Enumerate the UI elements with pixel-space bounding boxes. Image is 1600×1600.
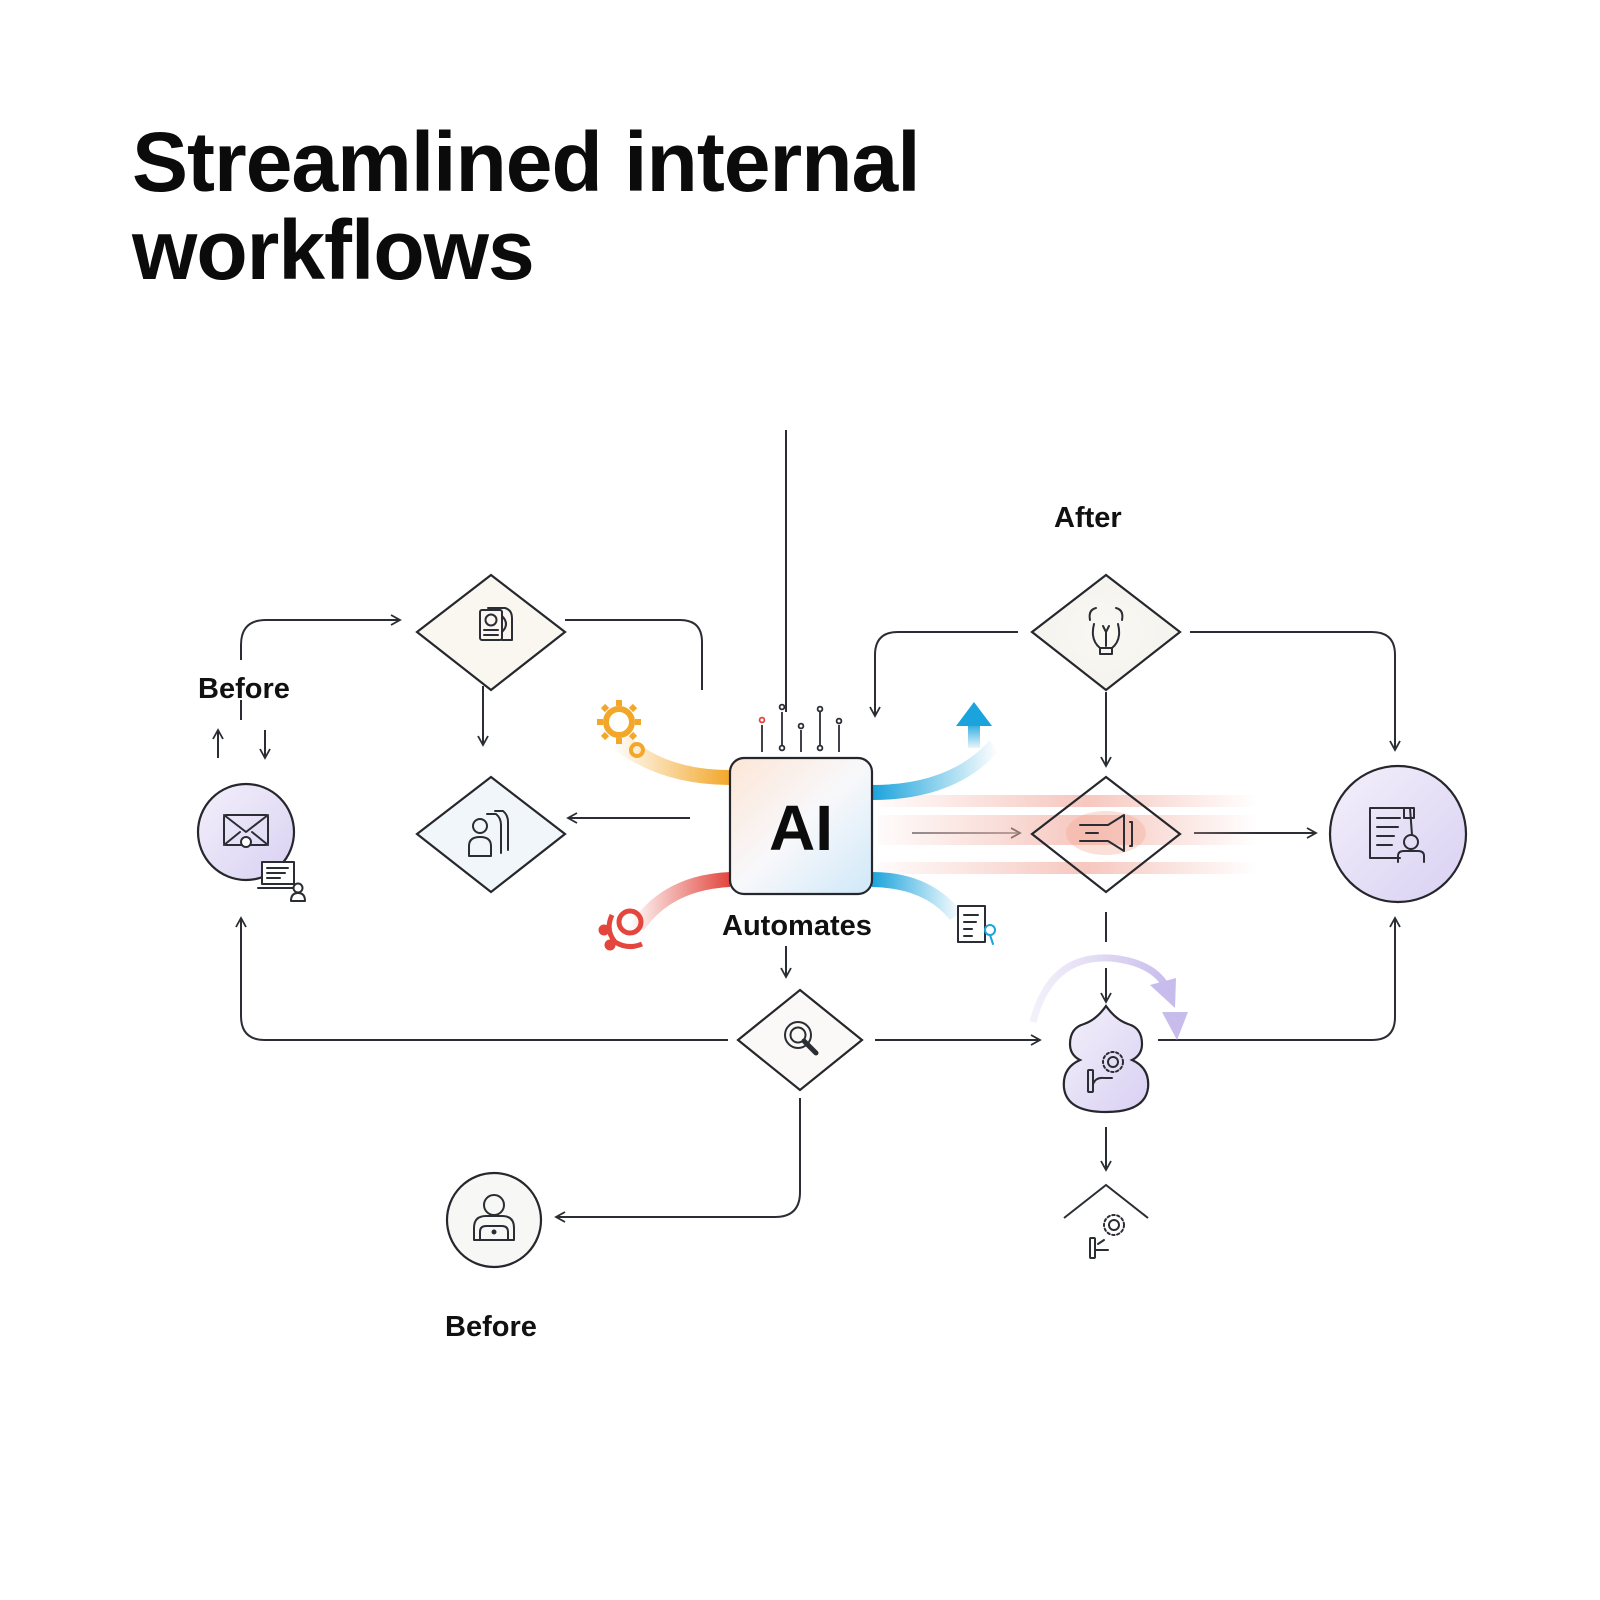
connector-idea-to-doc bbox=[1190, 631, 1401, 752]
chip-pins bbox=[758, 703, 843, 752]
diamond-idea[interactable] bbox=[1030, 573, 1182, 692]
connector-search-to-user bbox=[554, 1098, 801, 1223]
title-line-2: workflows bbox=[132, 203, 535, 297]
mail-icon bbox=[223, 814, 269, 848]
blob-settings-node[interactable] bbox=[1062, 1004, 1150, 1114]
ribbon-blue-down bbox=[872, 872, 962, 920]
speed-streaks bbox=[878, 795, 1258, 874]
arrow-up-icon-blue bbox=[956, 702, 992, 748]
document-user-icon bbox=[1369, 807, 1425, 863]
label-before-top: Before bbox=[198, 673, 290, 705]
page-title: Streamlined internal workflows bbox=[132, 115, 921, 297]
ai-core-node[interactable]: AI bbox=[728, 756, 874, 896]
connector-blob-to-doc bbox=[1158, 916, 1401, 1041]
after-doc-circle-node[interactable] bbox=[1328, 764, 1468, 904]
gear-icon-orange bbox=[597, 700, 645, 758]
diamond-profile-documents[interactable] bbox=[415, 573, 567, 692]
settings-lever-icon-small bbox=[1089, 1214, 1125, 1259]
settings-lever-icon bbox=[1087, 1051, 1124, 1093]
user-icon bbox=[473, 1194, 515, 1241]
people-stack-icon bbox=[468, 810, 509, 857]
profile-documents-icon bbox=[479, 607, 513, 641]
label-before-bottom: Before bbox=[445, 1311, 537, 1343]
ribbon-red bbox=[628, 872, 730, 930]
before-user-circle-node[interactable] bbox=[445, 1171, 543, 1269]
laptop-user-icon bbox=[257, 861, 306, 902]
before-circle-node[interactable] bbox=[196, 782, 306, 902]
diamond-search[interactable] bbox=[736, 988, 864, 1092]
cycle-arrow-icon bbox=[1029, 954, 1188, 1040]
diamond-people-stack[interactable] bbox=[415, 775, 567, 894]
title-line-1: Streamlined internal bbox=[132, 115, 921, 209]
gear-icon-red bbox=[598, 908, 644, 951]
connector-idea-left bbox=[869, 631, 1018, 718]
ai-label: AI bbox=[769, 792, 833, 864]
connector-profile-right bbox=[565, 619, 703, 690]
connector-search-to-before bbox=[235, 916, 728, 1041]
ribbon-blue-up bbox=[872, 740, 998, 800]
megaphone-icon bbox=[1079, 814, 1133, 852]
document-search-icon bbox=[957, 905, 996, 945]
label-automates: Automates bbox=[722, 910, 872, 942]
lightbulb-icon bbox=[1088, 607, 1124, 655]
ribbon-orange bbox=[612, 735, 730, 785]
search-icon bbox=[784, 1021, 819, 1056]
connector-before-to-profile bbox=[240, 614, 402, 660]
label-after: After bbox=[1054, 502, 1122, 534]
diamond-megaphone[interactable] bbox=[1030, 775, 1182, 894]
house-settings-node[interactable] bbox=[1063, 1183, 1149, 1259]
